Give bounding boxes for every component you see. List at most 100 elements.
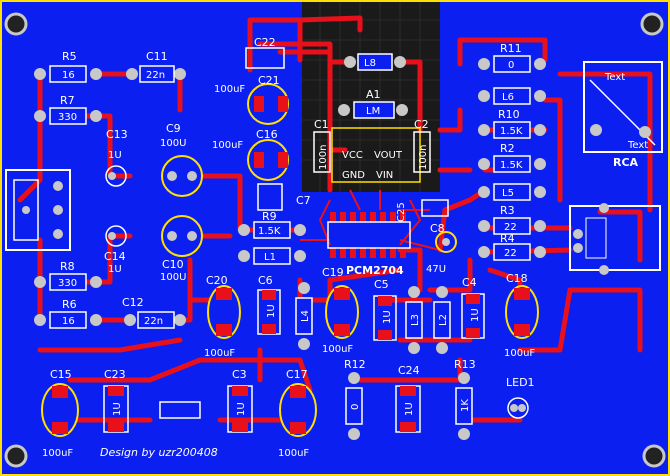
rca-tab-label: Text [627, 140, 648, 151]
svg-text:0: 0 [350, 404, 361, 410]
capacitor-c21: C21 [247, 74, 289, 125]
svg-text:C23: C23 [104, 368, 126, 381]
capacitor-c18: C18 100uF [504, 272, 539, 359]
svg-text:1U: 1U [108, 264, 122, 275]
capacitor-c16: C16 100uF [212, 128, 289, 181]
svg-text:C17: C17 [286, 368, 308, 381]
inductor-l4: L4 [295, 282, 313, 350]
inductor-l1: L1 [238, 247, 306, 265]
resistor-r2: R2 1.5K [478, 142, 546, 173]
inductor-l2: L2 [433, 286, 451, 354]
svg-text:16: 16 [62, 316, 75, 327]
svg-text:C13: C13 [106, 128, 128, 141]
capacitor-c8: C8 47U [421, 199, 457, 275]
capacitor-c3: C3 1U [227, 368, 253, 433]
capacitor-c1: C1 100n [313, 118, 331, 173]
inductor-l8: L8 [344, 53, 406, 71]
svg-text:100U: 100U [160, 138, 186, 149]
svg-text:C14: C14 [104, 250, 126, 263]
inductor-l5: L5 [478, 183, 546, 201]
svg-text:100uF: 100uF [214, 84, 245, 95]
svg-text:C25: C25 [396, 202, 407, 222]
svg-text:1U: 1U [470, 308, 481, 322]
rca-connector: RCA Text Text [583, 61, 663, 169]
ic-pcm2704: PCM2704 [327, 212, 411, 277]
svg-text:R8: R8 [60, 260, 75, 273]
capacitor-c14: C14 1U [104, 225, 127, 275]
svg-text:VOUT: VOUT [374, 150, 403, 161]
svg-text:C2: C2 [414, 118, 429, 131]
svg-text:1U: 1U [108, 150, 122, 161]
svg-text:0: 0 [508, 60, 514, 71]
svg-text:100U: 100U [160, 272, 186, 283]
capacitor-c11: C11 22n [126, 50, 186, 83]
mounting-hole [4, 12, 28, 36]
mounting-holes [4, 12, 666, 468]
svg-text:22n: 22n [146, 70, 165, 81]
mounting-hole [4, 444, 28, 468]
capacitor-c10: C10 100U [160, 215, 203, 283]
capacitor-c13: C13 1U [105, 128, 128, 187]
svg-text:C4: C4 [462, 276, 477, 289]
resistor-r4: R4 22 [478, 232, 546, 261]
svg-text:C3: C3 [232, 368, 247, 381]
resistor-r10: R10 1.5K [478, 108, 546, 139]
svg-text:1U: 1U [112, 402, 123, 416]
rca-label: RCA [613, 156, 639, 169]
svg-text:1U: 1U [266, 304, 277, 318]
capacitor-c23: C23 1U [103, 368, 129, 433]
right-block [569, 203, 661, 275]
capacitor-c9: C9 100U [160, 122, 203, 197]
resistor-r12: R12 0 [344, 358, 366, 440]
left-connector [5, 169, 71, 251]
capacitor-c6: C6 1U [257, 274, 281, 335]
svg-text:1.5K: 1.5K [258, 226, 281, 237]
capacitor-c4: C4 1U [461, 276, 485, 339]
led-led1: LED1 [506, 376, 535, 419]
svg-text:47U: 47U [426, 264, 446, 275]
rca-tab-label: Text [604, 72, 625, 83]
capacitor-c22: C22 100uF [214, 36, 285, 95]
svg-text:R7: R7 [60, 94, 75, 107]
svg-text:R4: R4 [500, 232, 515, 245]
svg-text:L3: L3 [410, 314, 421, 326]
resistor-r13: R13 1K [454, 358, 476, 440]
svg-text:100n: 100n [318, 145, 329, 170]
design-credit: Design by uzr200408 [100, 446, 218, 459]
svg-text:C11: C11 [146, 50, 168, 63]
svg-text:100uF: 100uF [278, 448, 309, 459]
svg-text:R5: R5 [62, 50, 77, 63]
capacitor-c12: C12 22n [122, 296, 186, 329]
mounting-hole [640, 12, 664, 36]
svg-text:R3: R3 [500, 204, 515, 217]
capacitor-c5: C5 1U [373, 278, 397, 341]
capacitor-c24: C24 1U [395, 364, 421, 433]
svg-text:L1: L1 [264, 252, 276, 263]
resistor-r3: R3 22 [478, 204, 546, 235]
capacitor-c2: C2 100n [413, 118, 431, 173]
svg-text:R9: R9 [262, 210, 277, 223]
svg-text:100n: 100n [418, 145, 429, 170]
svg-text:22: 22 [504, 222, 517, 233]
svg-text:VIN: VIN [376, 170, 393, 181]
svg-text:100uF: 100uF [204, 348, 235, 359]
svg-text:C16: C16 [256, 128, 278, 141]
inductor-l6: L6 [478, 87, 546, 105]
inductor-l3: L3 [405, 286, 423, 354]
svg-text:L4: L4 [300, 310, 311, 322]
thin-traces [300, 189, 441, 251]
svg-text:L8: L8 [364, 58, 376, 69]
svg-text:C10: C10 [162, 258, 184, 271]
resistor-r7: R7 330 [34, 94, 102, 125]
svg-text:1U: 1U [236, 402, 247, 416]
svg-text:C1: C1 [314, 118, 329, 131]
capacitor-c19: C19 100uF [322, 266, 359, 355]
svg-text:22: 22 [504, 248, 517, 259]
svg-text:1.5K: 1.5K [500, 160, 523, 171]
svg-text:LM: LM [366, 106, 380, 117]
svg-text:C12: C12 [122, 296, 144, 309]
svg-text:L2: L2 [438, 314, 449, 326]
svg-text:R13: R13 [454, 358, 476, 371]
chip-label: PCM2704 [346, 264, 404, 277]
